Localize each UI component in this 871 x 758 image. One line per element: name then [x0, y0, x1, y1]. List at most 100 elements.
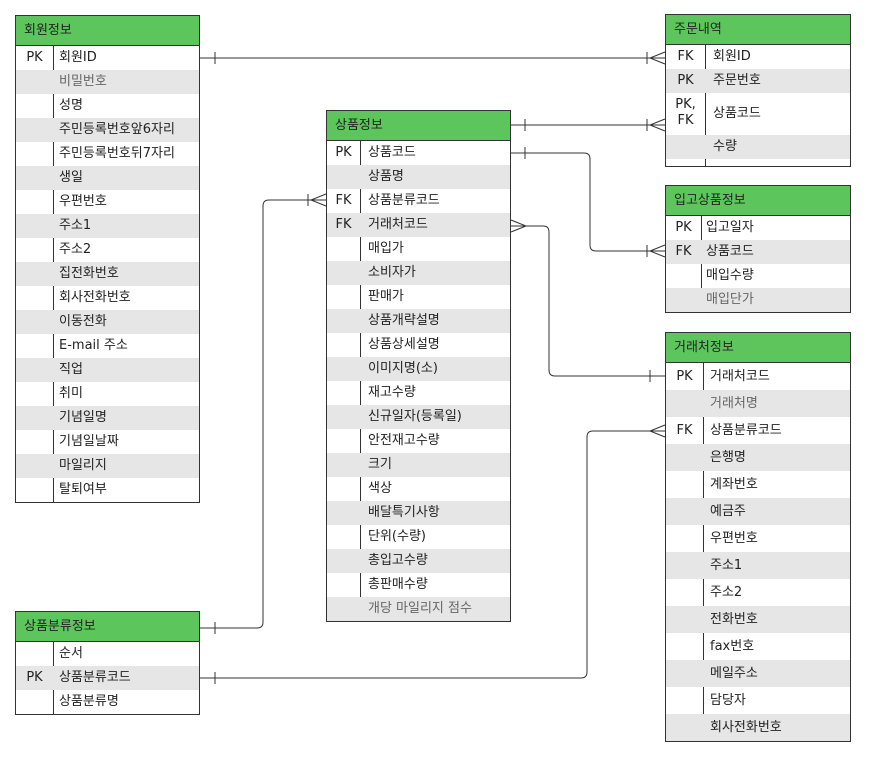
attribute-row[interactable]: 신규일자(등록일): [327, 405, 510, 429]
attribute-row[interactable]: 단위(수량): [327, 525, 510, 549]
attribute-row[interactable]: 색상: [327, 477, 510, 501]
attribute-row[interactable]: 배달특기사항: [327, 501, 510, 525]
attribute-row[interactable]: 매입가: [327, 237, 510, 261]
key-label: [16, 382, 53, 406]
attribute-row[interactable]: E-mail 주소: [16, 334, 199, 358]
attribute-row[interactable]: 기념일명: [16, 406, 199, 430]
column-divider: [701, 216, 702, 312]
attribute-row[interactable]: 기념일날짜: [16, 430, 199, 454]
field-name: 상품분류코드: [710, 423, 782, 438]
key-label: [327, 165, 360, 189]
key-label: [327, 429, 360, 453]
field-name: 상품코드: [713, 106, 761, 121]
field-name: 수량: [713, 139, 737, 154]
attribute-row[interactable]: 주소1: [666, 552, 850, 579]
attribute-row[interactable]: 집전화번호: [16, 262, 199, 286]
key-label: [327, 573, 360, 597]
attribute-row[interactable]: 이동전화: [16, 310, 199, 334]
attribute-row[interactable]: 수량: [666, 135, 850, 159]
attribute-row[interactable]: 예금주: [666, 498, 850, 525]
attribute-row[interactable]: 개당 마일리지 점수: [327, 597, 510, 621]
attribute-row[interactable]: 성명: [16, 94, 199, 118]
attribute-row[interactable]: 매입단가: [666, 288, 850, 312]
attribute-row[interactable]: 비밀번호: [16, 70, 199, 94]
attribute-row[interactable]: fax번호: [666, 633, 850, 660]
attribute-row[interactable]: 상품분류명: [16, 690, 199, 714]
attribute-row[interactable]: 상품명: [327, 165, 510, 189]
attribute-row[interactable]: 주소2: [666, 579, 850, 606]
attribute-row[interactable]: 소비자가: [327, 261, 510, 285]
attribute-row[interactable]: 우편번호: [16, 190, 199, 214]
attribute-row[interactable]: 우편번호: [666, 525, 850, 552]
field-name: 회사전화번호: [59, 290, 131, 305]
key-label: [666, 498, 703, 525]
attribute-row[interactable]: 총판매수량: [327, 573, 510, 597]
key-label: [327, 525, 360, 549]
attribute-row[interactable]: 거래처명: [666, 390, 850, 417]
attribute-row[interactable]: 상품개략설명: [327, 309, 510, 333]
attribute-row[interactable]: 순서: [16, 642, 199, 666]
rel-category-supplier: [200, 430, 665, 679]
attribute-row[interactable]: 주소2: [16, 238, 199, 262]
attribute-row[interactable]: 메일주소: [666, 660, 850, 687]
field-name: 거래처코드: [368, 217, 428, 232]
attribute-row[interactable]: 주민등록번호뒤7자리: [16, 142, 199, 166]
attribute-row[interactable]: 주소1: [16, 214, 199, 238]
attribute-row[interactable]: 탈퇴여부: [16, 478, 199, 502]
attribute-row[interactable]: 주민등록번호앞6자리: [16, 118, 199, 142]
key-label: [16, 358, 53, 382]
attribute-row[interactable]: 계좌번호: [666, 471, 850, 498]
field-name: 거래처코드: [710, 369, 770, 384]
many-mark: [648, 118, 666, 132]
key-label: [327, 501, 360, 525]
attribute-row[interactable]: 담당자: [666, 687, 850, 714]
attribute-row[interactable]: 총입고수량: [327, 549, 510, 573]
attribute-row[interactable]: 생일: [16, 166, 199, 190]
attribute-row[interactable]: 마일리지: [16, 454, 199, 478]
field-name: 상품코드: [368, 145, 416, 160]
field-name: 은행명: [710, 450, 746, 465]
attribute-row[interactable]: 이미지명(소): [327, 357, 510, 381]
field-name: E-mail 주소: [59, 338, 128, 353]
attribute-row[interactable]: 직업: [16, 358, 199, 382]
attribute-row[interactable]: 회사전화번호: [16, 286, 199, 310]
field-name: 상품상세설명: [368, 337, 440, 352]
attribute-row[interactable]: 안전재고수량: [327, 429, 510, 453]
rel-category-product: [200, 199, 326, 629]
attribute-row[interactable]: 크기: [327, 453, 510, 477]
attribute-row[interactable]: 취미: [16, 382, 199, 406]
attribute-row[interactable]: 전화번호: [666, 606, 850, 633]
field-name: 주민등록번호뒤7자리: [59, 146, 175, 161]
attribute-row[interactable]: 은행명: [666, 444, 850, 471]
key-label: [16, 118, 53, 142]
attribute-row[interactable]: 판매가: [327, 285, 510, 309]
key-label: [327, 477, 360, 501]
attribute-row[interactable]: 매입수량: [666, 264, 850, 288]
attribute-row[interactable]: 회사전화번호: [666, 714, 850, 741]
field-name: 계좌번호: [710, 477, 758, 492]
attribute-row[interactable]: 재고수량: [327, 381, 510, 405]
rel-product-supplier: [511, 225, 665, 377]
attribute-row[interactable]: 상품상세설명: [327, 333, 510, 357]
key-label: [16, 334, 53, 358]
key-label: [327, 309, 360, 333]
